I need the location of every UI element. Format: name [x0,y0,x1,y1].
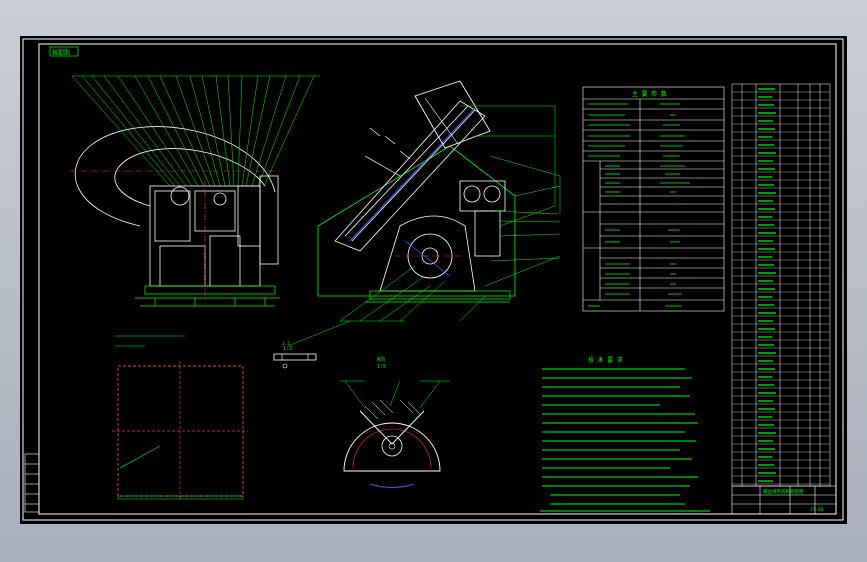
small-detail: 1:2 [273,346,317,369]
parameter-table [582,86,725,312]
inclined-view [287,80,561,347]
section-a-hatch-cone [359,410,425,445]
tech-notes: 技 术 要 求 [540,356,710,512]
tech-notes-title: 技 术 要 求 [588,356,623,364]
section-a: A向 1:5 [340,356,450,488]
side-machine-base [135,285,280,307]
parts-list [731,83,831,487]
title-block [731,485,837,515]
foundation-plan [112,361,248,501]
boom-head [414,80,491,149]
param-table-strokes [588,103,690,307]
revision-strip [24,453,40,513]
detail-scale-text: 1:2 [283,346,292,352]
pivot-assembly [379,180,506,292]
title-block-name: 钢丝绳卷扬机装配图 [763,488,804,495]
section-a-hatch [364,399,422,420]
inclined-bottom-leaders [339,265,486,322]
section-a-leaders [340,380,450,409]
boom-blue-line [349,107,476,242]
inclined-base [365,290,511,303]
section-a-blue-arc [369,483,415,488]
inclined-leader-lines [460,105,561,287]
foundation-dims [115,335,185,347]
pivot-hidden-line [404,240,451,277]
param-table-title: 主 要 参 数 [632,90,667,98]
bottom-ref-label: 1.5 [282,341,290,347]
engineering-drawing: 装配图 [22,38,844,521]
corner-label: 装配图 [49,46,79,57]
section-a-label: A向 [377,356,385,363]
side-view [70,75,320,307]
cad-viewport[interactable]: 装配图 [20,36,847,524]
boom [334,100,486,252]
side-leader-fan [71,75,320,187]
section-a-scale: 1:5 [377,364,386,370]
drum-sweep-arc-outer [74,126,276,227]
boom-head-stripe [424,97,459,145]
parts-list-rows [732,88,830,485]
side-machine-body [149,175,279,287]
drum-sweep-arc-inner [114,148,266,207]
support-frame [317,145,516,297]
detail-leader [287,320,351,347]
corner-label-text: 装配图 [52,49,70,57]
boom-bolts [364,127,411,177]
title-block-code: JT-00 [810,507,824,513]
foundation-leader [119,445,161,469]
drawing-frame-inner [38,43,837,515]
drawing-frame-outer [22,38,844,521]
